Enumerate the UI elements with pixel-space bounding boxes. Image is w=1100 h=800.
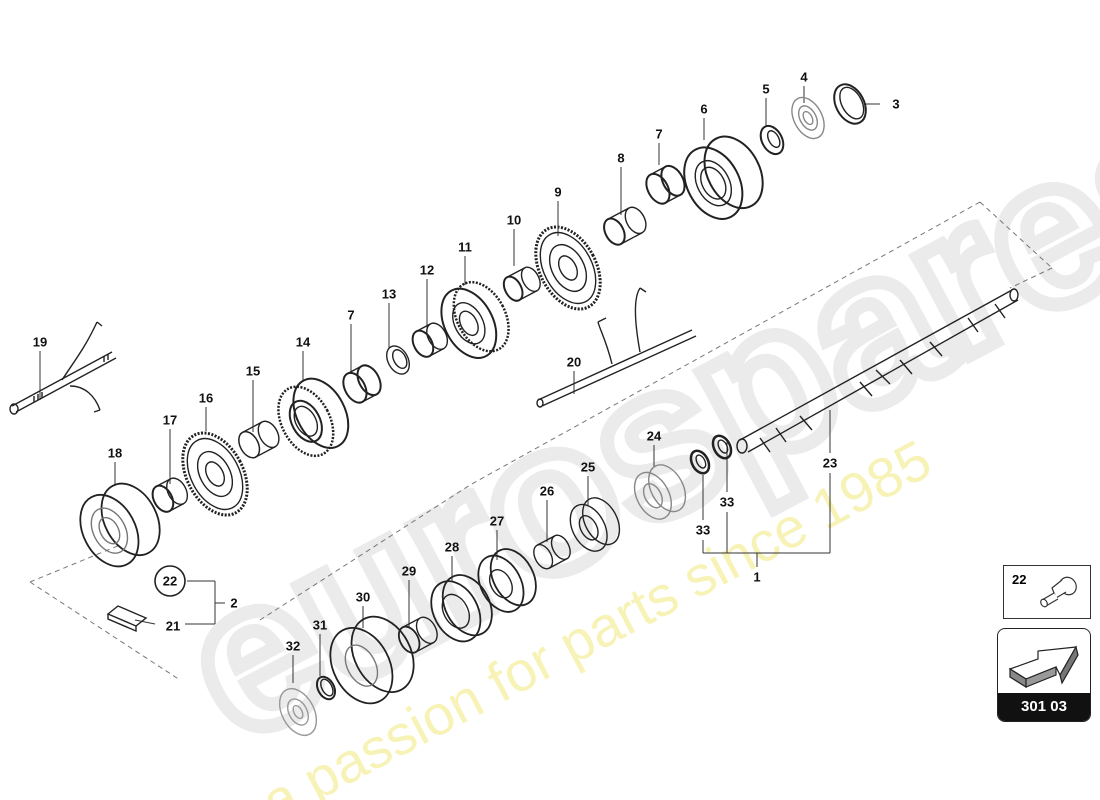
callout-1[interactable]: 1 bbox=[753, 569, 761, 585]
callout-22[interactable]: 22 bbox=[162, 573, 178, 589]
part-23-main-shaft[interactable] bbox=[736, 288, 1019, 454]
callout-7-upper[interactable]: 7 bbox=[655, 126, 663, 142]
callout-19[interactable]: 19 bbox=[32, 334, 48, 350]
part-33-seal-ring-a[interactable] bbox=[687, 448, 712, 477]
callout-24[interactable]: 24 bbox=[646, 428, 662, 444]
part-21-clip[interactable] bbox=[106, 605, 148, 633]
callout-6[interactable]: 6 bbox=[700, 101, 708, 117]
part-33-seal-ring-b[interactable] bbox=[709, 433, 734, 462]
part-3-seal-ring[interactable] bbox=[828, 79, 872, 129]
reference-page-label: 301 03 bbox=[998, 693, 1090, 721]
callout-33-b[interactable]: 33 bbox=[719, 494, 735, 510]
callout-29[interactable]: 29 bbox=[401, 563, 417, 579]
callout-30[interactable]: 30 bbox=[355, 589, 371, 605]
callout-11[interactable]: 11 bbox=[458, 239, 472, 255]
part-30-bearing[interactable] bbox=[318, 606, 426, 714]
part-26-sleeve[interactable] bbox=[530, 532, 574, 572]
callout-2[interactable]: 2 bbox=[230, 595, 238, 611]
callout-23[interactable]: 23 bbox=[822, 455, 838, 471]
part-4-bearing[interactable] bbox=[785, 92, 830, 144]
part-12-bushing[interactable] bbox=[408, 320, 451, 361]
part-29-sleeve[interactable] bbox=[395, 614, 442, 657]
reference-page-button[interactable]: 301 03 bbox=[997, 628, 1091, 722]
part-11-gear[interactable] bbox=[430, 273, 519, 367]
callout-22-circle bbox=[154, 565, 186, 597]
part-32-bearing[interactable] bbox=[272, 682, 324, 741]
callout-20[interactable]: 20 bbox=[566, 354, 582, 370]
part-25-bearing[interactable] bbox=[563, 492, 627, 558]
part-20-shift-rod[interactable] bbox=[536, 287, 697, 408]
callout-8[interactable]: 8 bbox=[617, 150, 625, 166]
part-7-bushing-upper[interactable] bbox=[642, 162, 690, 208]
dashed-outline bbox=[29, 201, 1053, 681]
part-5-washer[interactable] bbox=[756, 122, 788, 158]
bolt-icon bbox=[1040, 576, 1077, 608]
callout-15[interactable]: 15 bbox=[245, 363, 261, 379]
callout-27[interactable]: 27 bbox=[489, 513, 505, 529]
callout-33-a[interactable]: 33 bbox=[695, 522, 711, 538]
part-6-bearing[interactable] bbox=[672, 127, 774, 229]
arrow-icon bbox=[1008, 645, 1079, 689]
part-7-bushing-lower[interactable] bbox=[339, 361, 386, 406]
leader-lines bbox=[39, 86, 880, 683]
part-27-bearing[interactable] bbox=[469, 541, 545, 619]
callout-17[interactable]: 17 bbox=[162, 412, 178, 428]
part-13-washer[interactable] bbox=[382, 342, 414, 378]
callout-9[interactable]: 9 bbox=[554, 184, 562, 200]
part-24-bearing[interactable] bbox=[627, 459, 693, 526]
callout-12[interactable]: 12 bbox=[419, 262, 435, 278]
callout-5[interactable]: 5 bbox=[762, 81, 770, 97]
legend-item-22[interactable]: 22 bbox=[1003, 565, 1091, 619]
callout-16[interactable]: 16 bbox=[198, 390, 214, 406]
part-19-shift-fork[interactable] bbox=[9, 321, 117, 415]
assembly-outline bbox=[22, 548, 110, 583]
callout-14[interactable]: 14 bbox=[295, 334, 311, 350]
part-10-needle-bearing[interactable] bbox=[500, 264, 544, 304]
part-18-bearing[interactable] bbox=[69, 474, 172, 577]
callout-28[interactable]: 28 bbox=[444, 539, 460, 555]
callout-13[interactable]: 13 bbox=[381, 286, 397, 302]
part-28-bearing[interactable] bbox=[421, 567, 501, 650]
callout-25[interactable]: 25 bbox=[580, 459, 596, 475]
callout-26[interactable]: 26 bbox=[539, 483, 555, 499]
part-8-sleeve[interactable] bbox=[600, 204, 650, 248]
legend-number: 22 bbox=[1012, 572, 1027, 587]
callout-3[interactable]: 3 bbox=[892, 96, 900, 112]
callout-31[interactable]: 31 bbox=[312, 617, 328, 633]
callout-18[interactable]: 18 bbox=[107, 445, 123, 461]
part-17-bushing[interactable] bbox=[148, 475, 191, 516]
part-16-gear[interactable] bbox=[170, 422, 261, 526]
callout-7-lower[interactable]: 7 bbox=[347, 307, 355, 323]
part-15-sleeve[interactable] bbox=[235, 418, 283, 462]
callout-4[interactable]: 4 bbox=[800, 69, 808, 85]
part-9-gear[interactable] bbox=[523, 216, 614, 320]
callout-21[interactable]: 21 bbox=[165, 618, 181, 634]
part-14-gear[interactable] bbox=[267, 369, 359, 465]
part-31-snap-ring[interactable] bbox=[313, 674, 338, 703]
callout-32[interactable]: 32 bbox=[285, 638, 301, 654]
callout-10[interactable]: 10 bbox=[506, 212, 522, 228]
